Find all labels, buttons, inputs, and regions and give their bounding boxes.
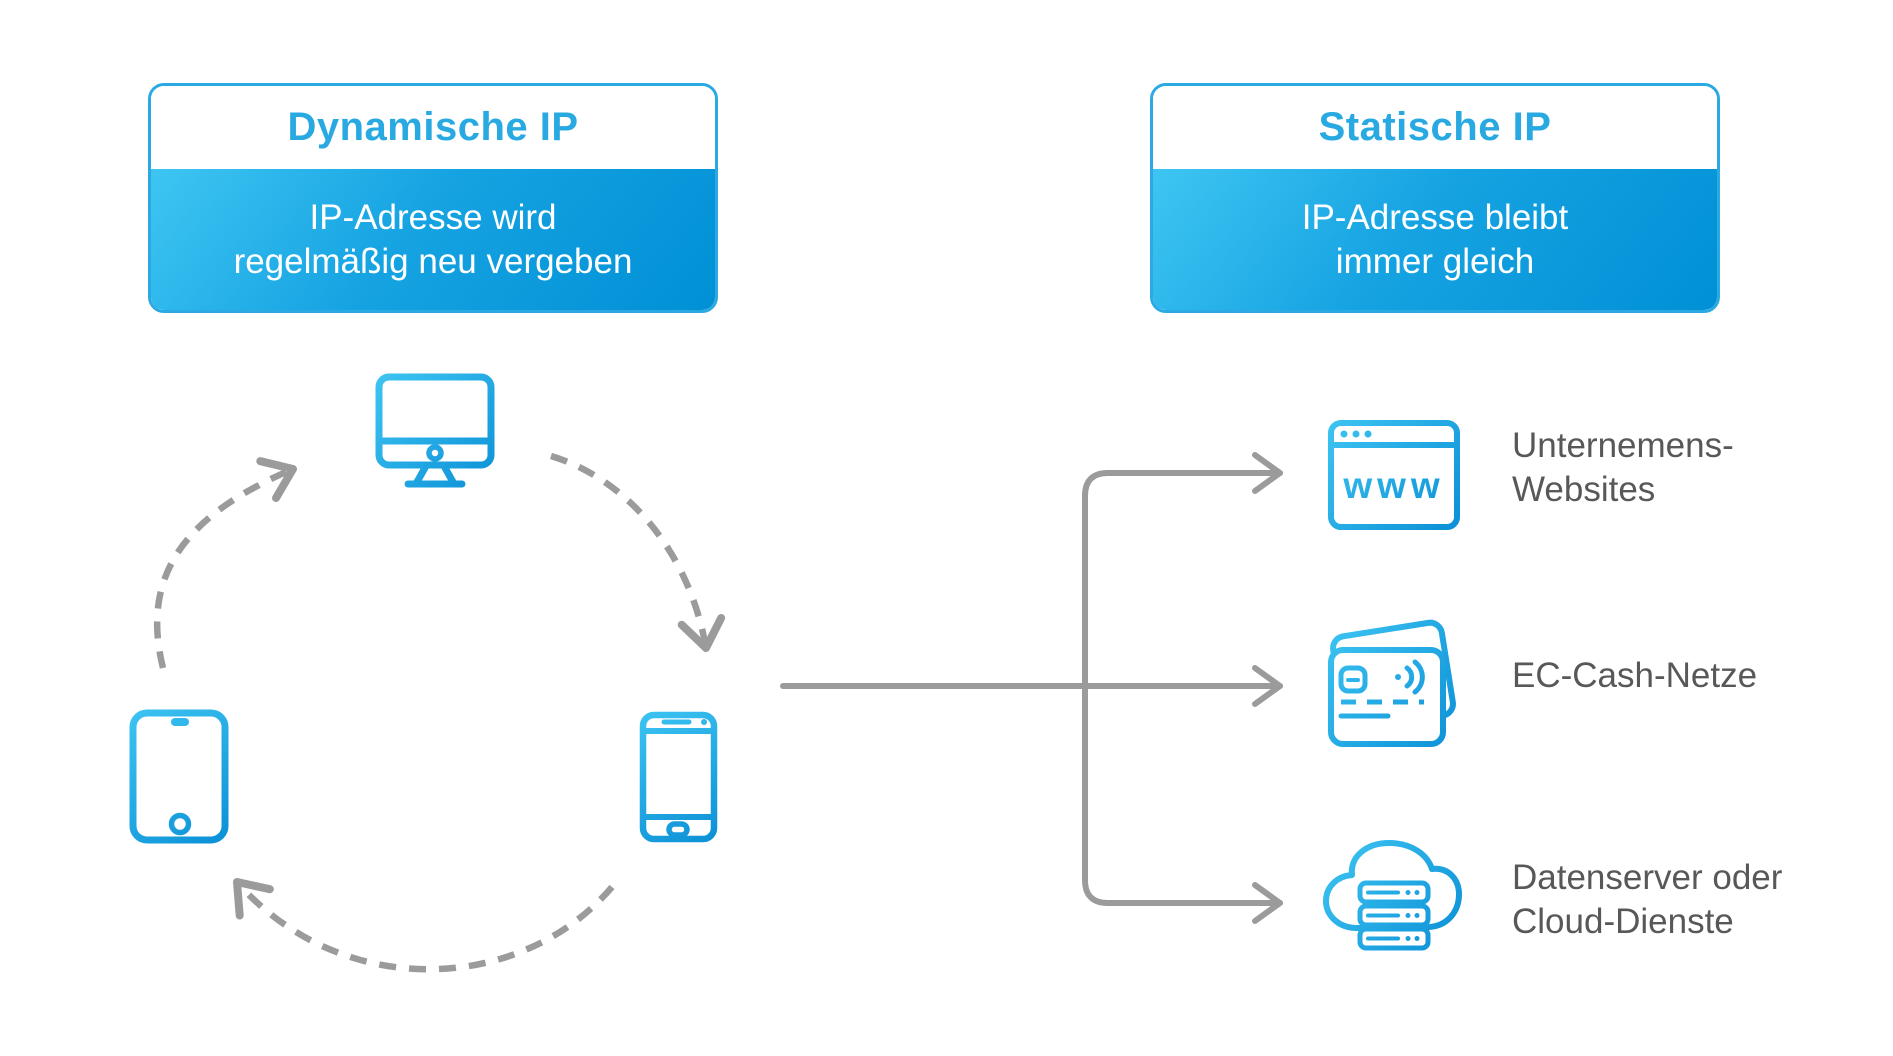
cycle-arrows xyxy=(153,452,726,973)
smartphone-icon xyxy=(639,711,718,843)
dynamic-ip-description: IP-Adresse wird regelmäßig neu vergeben xyxy=(151,169,715,310)
target-label-eccash: EC-Cash-Netze xyxy=(1512,654,1757,698)
ec-cards-icon xyxy=(1328,619,1456,747)
static-ip-title: Statische IP xyxy=(1318,105,1552,149)
target-label-cloud-line2: Cloud-Dienste xyxy=(1512,902,1734,941)
desktop-icon xyxy=(375,373,495,488)
cycle-arrow-tablet-to-desktop xyxy=(153,457,297,669)
static-ip-panel: Statische IP IP-Adresse bleibt immer gle… xyxy=(1150,83,1720,313)
branch-arrow-bottom xyxy=(1082,683,1283,924)
dynamic-ip-panel: Dynamische IP IP-Adresse wird regelmäßig… xyxy=(148,83,718,313)
dynamic-ip-desc-line2: regelmäßig neu vergeben xyxy=(233,241,633,281)
cycle-arrow-smartphone-to-tablet xyxy=(233,878,615,973)
cycle-arrow-desktop-to-smartphone xyxy=(550,452,726,652)
target-label-eccash-line1: EC-Cash-Netze xyxy=(1512,656,1758,695)
static-ip-desc-line2: immer gleich xyxy=(1335,241,1535,281)
tablet-icon xyxy=(129,709,229,844)
dynamic-ip-desc-line1: IP-Adresse wird xyxy=(309,197,557,237)
target-label-cloud: Datenserver oder Cloud-Dienste xyxy=(1512,856,1782,944)
static-arrows xyxy=(780,452,1283,924)
browser-www-icon: www xyxy=(1328,420,1460,530)
target-label-websites: Unternemens- Websites xyxy=(1512,424,1734,512)
dynamic-ip-header: Dynamische IP xyxy=(151,86,715,169)
target-label-cloud-line1: Datenserver oder xyxy=(1512,858,1783,897)
static-ip-desc-line1: IP-Adresse bleibt xyxy=(1301,197,1569,237)
dynamic-ip-title: Dynamische IP xyxy=(287,105,579,149)
cloud-server-icon xyxy=(1323,840,1462,951)
static-ip-description: IP-Adresse bleibt immer gleich xyxy=(1153,169,1717,310)
static-ip-header: Statische IP xyxy=(1153,86,1717,169)
target-label-websites-line1: Unternemens- xyxy=(1512,426,1734,465)
target-label-websites-line2: Websites xyxy=(1512,470,1656,509)
browser-www-text: www xyxy=(1342,465,1444,506)
branch-arrow-top xyxy=(1082,452,1283,689)
